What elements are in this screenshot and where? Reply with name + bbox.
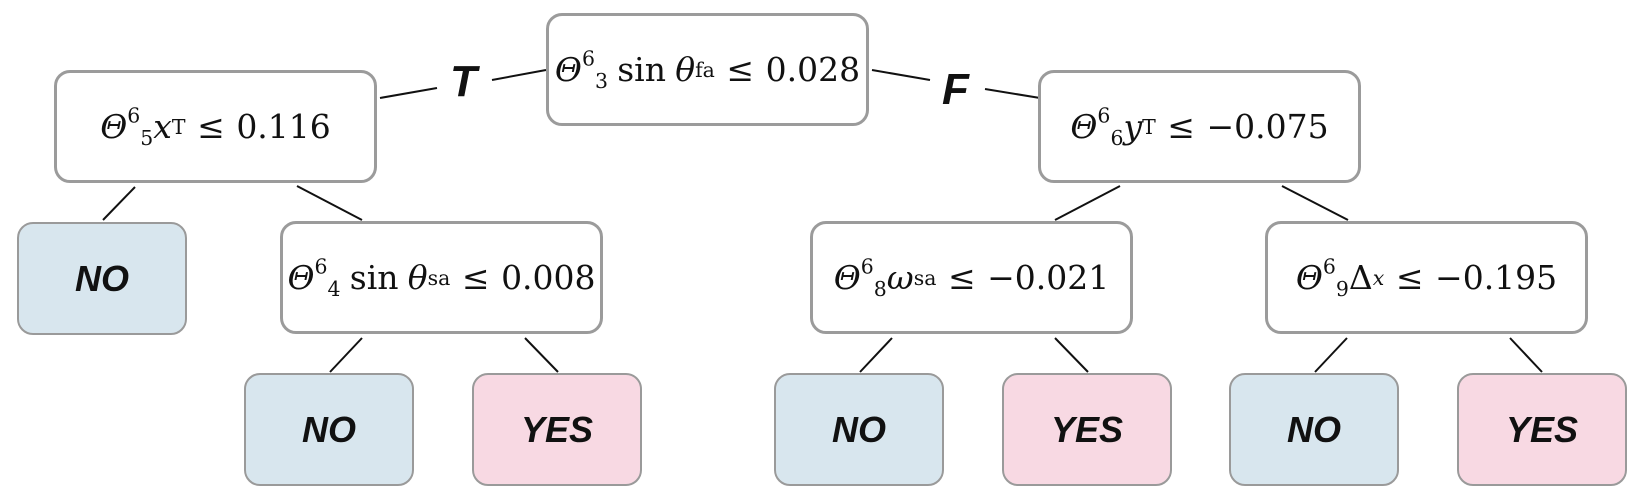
leaf-yes: YES: [1457, 373, 1627, 486]
edge-rr-yes: [1509, 337, 1543, 373]
edge-rl-yes: [1054, 337, 1089, 373]
edge-left-split: [296, 185, 363, 221]
edge-rl-no: [859, 337, 893, 373]
edge-left-no: [102, 186, 136, 221]
branch-false-label: F: [942, 65, 969, 114]
edge-right-split-left: [1054, 185, 1121, 221]
edge-root-T-a: [379, 87, 438, 99]
edge-root-T-b: [491, 69, 547, 81]
edge-rr-no: [1314, 337, 1348, 373]
leaf-no: NO: [774, 373, 944, 486]
edge-right-split-right: [1281, 185, 1349, 221]
edge-lr-yes: [524, 337, 559, 373]
leaf-yes: YES: [1002, 373, 1172, 486]
edge-root-F-b: [984, 88, 1041, 99]
leaf-no: NO: [1229, 373, 1399, 486]
leaf-yes: YES: [472, 373, 642, 486]
edge-lr-no: [329, 337, 363, 373]
leaf-no: NO: [17, 222, 187, 335]
edge-root-F-a: [871, 69, 931, 81]
leaf-no: NO: [244, 373, 414, 486]
branch-true-label: T: [450, 57, 477, 106]
